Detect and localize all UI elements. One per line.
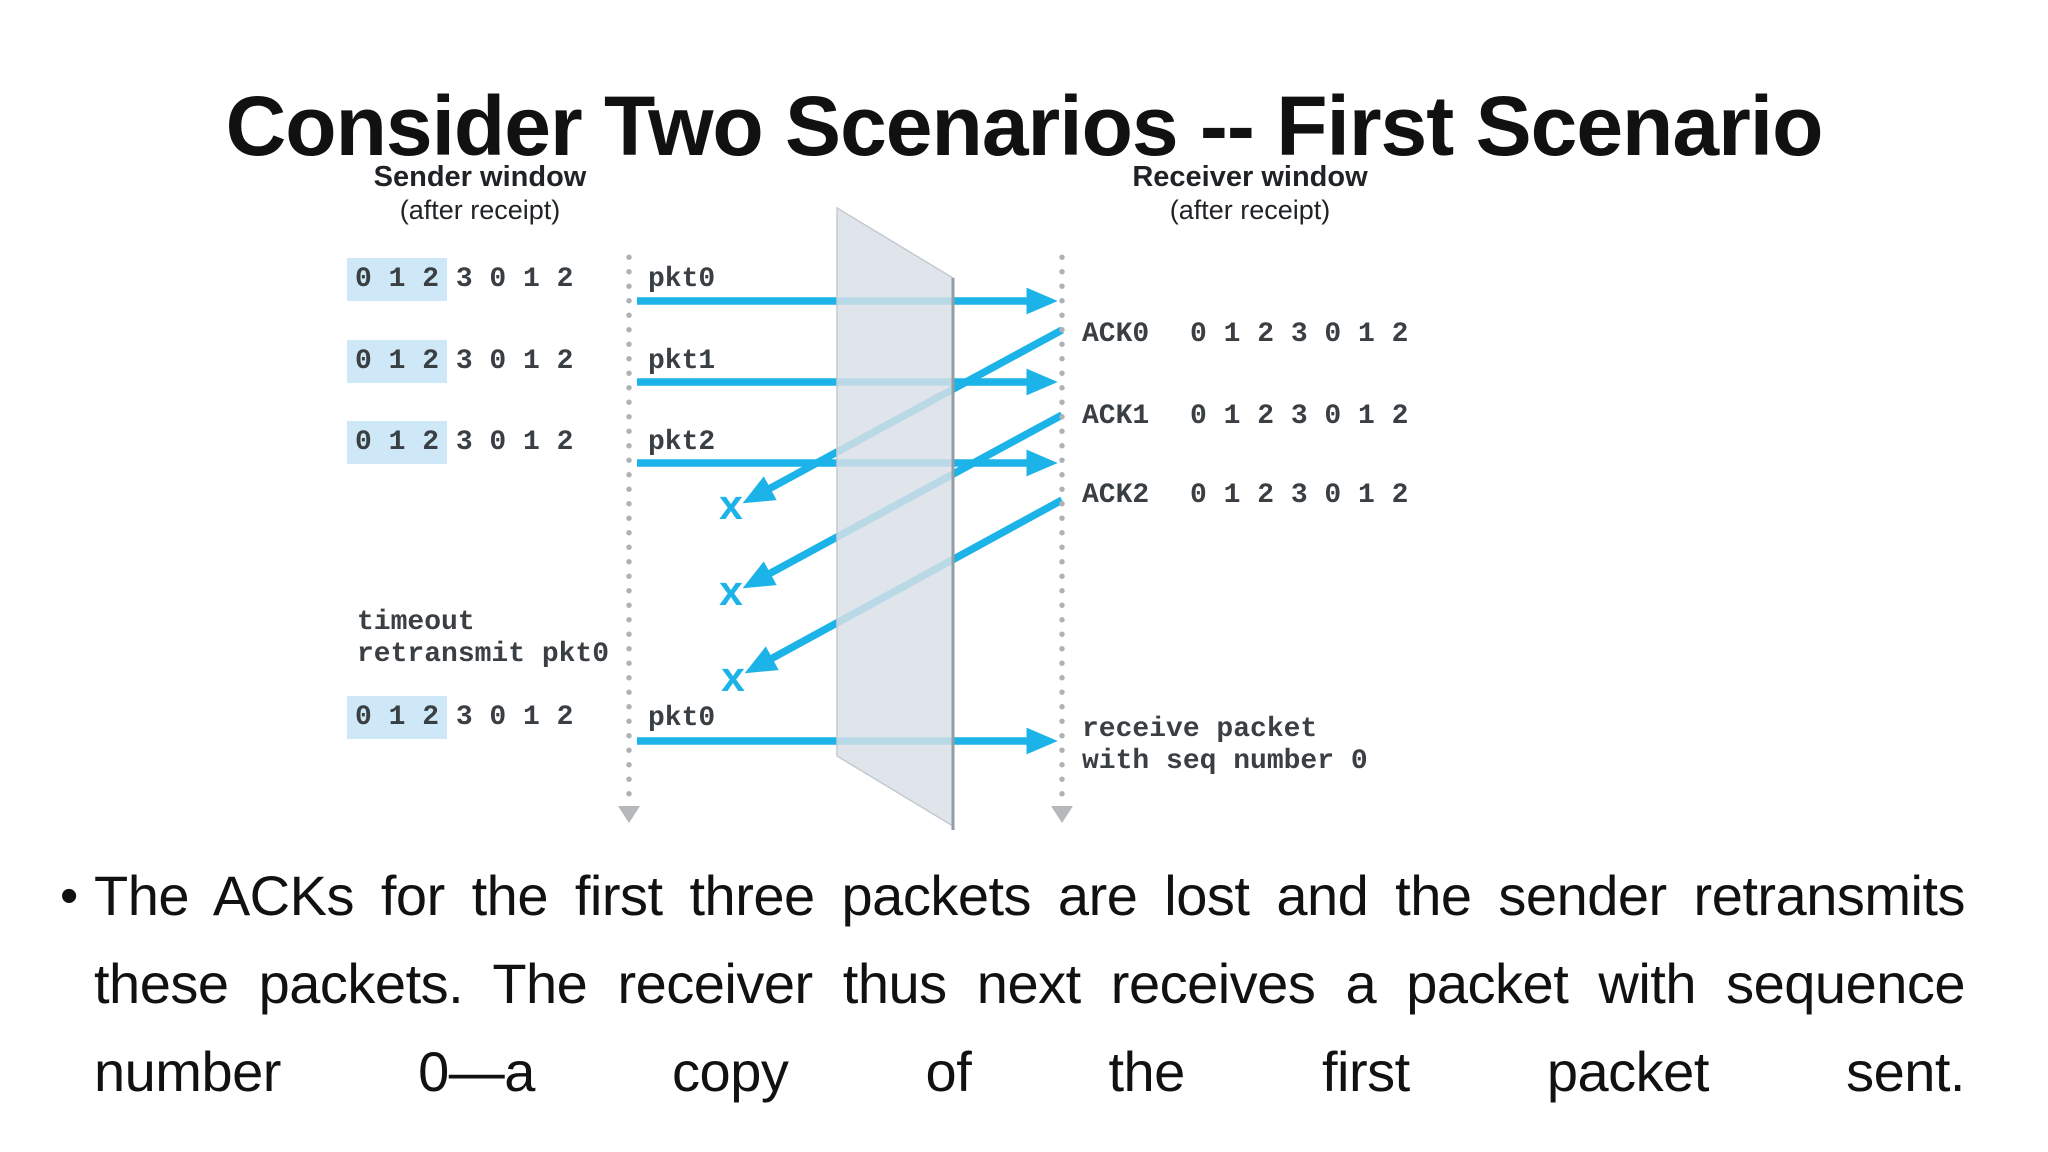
ack2-window-post: 2 (1374, 480, 1409, 511)
ack2-loss-x-mark: x (720, 656, 746, 704)
ack1-window: 0 1 2 3 0 1 2 (1190, 397, 1408, 437)
ack0-window-post: 0 1 2 (1307, 319, 1409, 350)
ack2-window: 0 1 2 3 0 1 2 (1190, 476, 1408, 516)
ack2-window-pre: 0 1 2 (1190, 480, 1291, 511)
timeout-note-line2: retransmit pkt0 (357, 639, 610, 670)
ack1-window-pre: 0 1 (1190, 401, 1258, 432)
receive-note-line1: receive packet (1082, 714, 1318, 745)
ack1-window-highlight: 2 3 0 (1257, 401, 1342, 432)
sender-window-row-4-rest: 3 0 1 2 (439, 702, 574, 733)
timeout-note-line1: timeout (357, 607, 475, 638)
receiver-window-header: Receiver window (after receipt) (1080, 160, 1420, 227)
sender-window-row-3-rest: 3 0 1 2 (439, 427, 574, 458)
sender-window-row-1: 0 1 2 3 0 1 2 (347, 258, 574, 301)
sender-window-subtitle: (after receipt) (399, 195, 561, 225)
pkt2-label: pkt2 (648, 427, 716, 458)
ack1-row: ACK1 0 1 2 3 0 1 2 (1082, 397, 1502, 437)
sender-window-row-4-highlight: 0 1 2 (347, 696, 448, 739)
sender-window-header: Sender window (after receipt) (310, 160, 650, 227)
sender-window-row-4: 0 1 2 3 0 1 2 (347, 696, 574, 739)
ack1-loss-x-mark: x (718, 570, 744, 618)
sender-window-row-2-rest: 3 0 1 2 (439, 346, 574, 377)
sender-window-title: Sender window (373, 161, 587, 193)
pkt1-label: pkt1 (648, 346, 716, 377)
pkt0-retransmit-label: pkt0 (648, 703, 716, 734)
receive-note-line2: with seq number 0 (1082, 746, 1368, 777)
ack0-row: ACK0 0 1 2 3 0 1 2 (1082, 315, 1502, 355)
slide-title: Consider Two Scenarios -- First Scenario (225, 79, 1824, 174)
sender-window-row-1-highlight: 0 1 2 (347, 258, 448, 301)
ack2-label: ACK2 (1082, 480, 1150, 511)
network-panel (836, 206, 954, 828)
ack0-window-pre: 0 (1190, 319, 1224, 350)
ack0-window: 0 1 2 3 0 1 2 (1190, 315, 1408, 355)
ack0-loss-x-mark: x (718, 484, 744, 532)
protocol-timeline-diagram: Sender window (after receipt) Receiver w… (310, 160, 1502, 830)
sender-window-row-3-highlight: 0 1 2 (347, 421, 448, 464)
receiver-timeline (1059, 250, 1065, 802)
ack0-label: ACK0 (1082, 319, 1150, 350)
sender-timeline (626, 250, 632, 802)
bullet-block: • The ACKs for the first three packets a… (60, 852, 1966, 1116)
sender-window-row-3: 0 1 2 3 0 1 2 (347, 421, 574, 464)
sender-window-row-2-highlight: 0 1 2 (347, 340, 448, 383)
sender-window-row-2: 0 1 2 3 0 1 2 (347, 340, 574, 383)
pkt0-label: pkt0 (648, 264, 716, 295)
ack1-label: ACK1 (1082, 401, 1150, 432)
receiver-timeline-arrowhead (1051, 806, 1073, 823)
ack1-window-post: 1 2 (1341, 401, 1409, 432)
receiver-window-subtitle: (after receipt) (1169, 195, 1331, 225)
ack2-row: ACK2 0 1 2 3 0 1 2 (1082, 476, 1502, 516)
bullet-marker: • (60, 867, 79, 925)
bullet-paragraph: The ACKs for the first three packets are… (94, 864, 1966, 1103)
ack0-window-highlight: 1 2 3 (1223, 319, 1308, 350)
sender-timeline-arrowhead (618, 806, 640, 823)
receiver-window-title: Receiver window (1132, 161, 1368, 193)
ack2-window-highlight: 3 0 1 (1290, 480, 1375, 511)
sender-window-row-1-rest: 3 0 1 2 (439, 264, 574, 295)
